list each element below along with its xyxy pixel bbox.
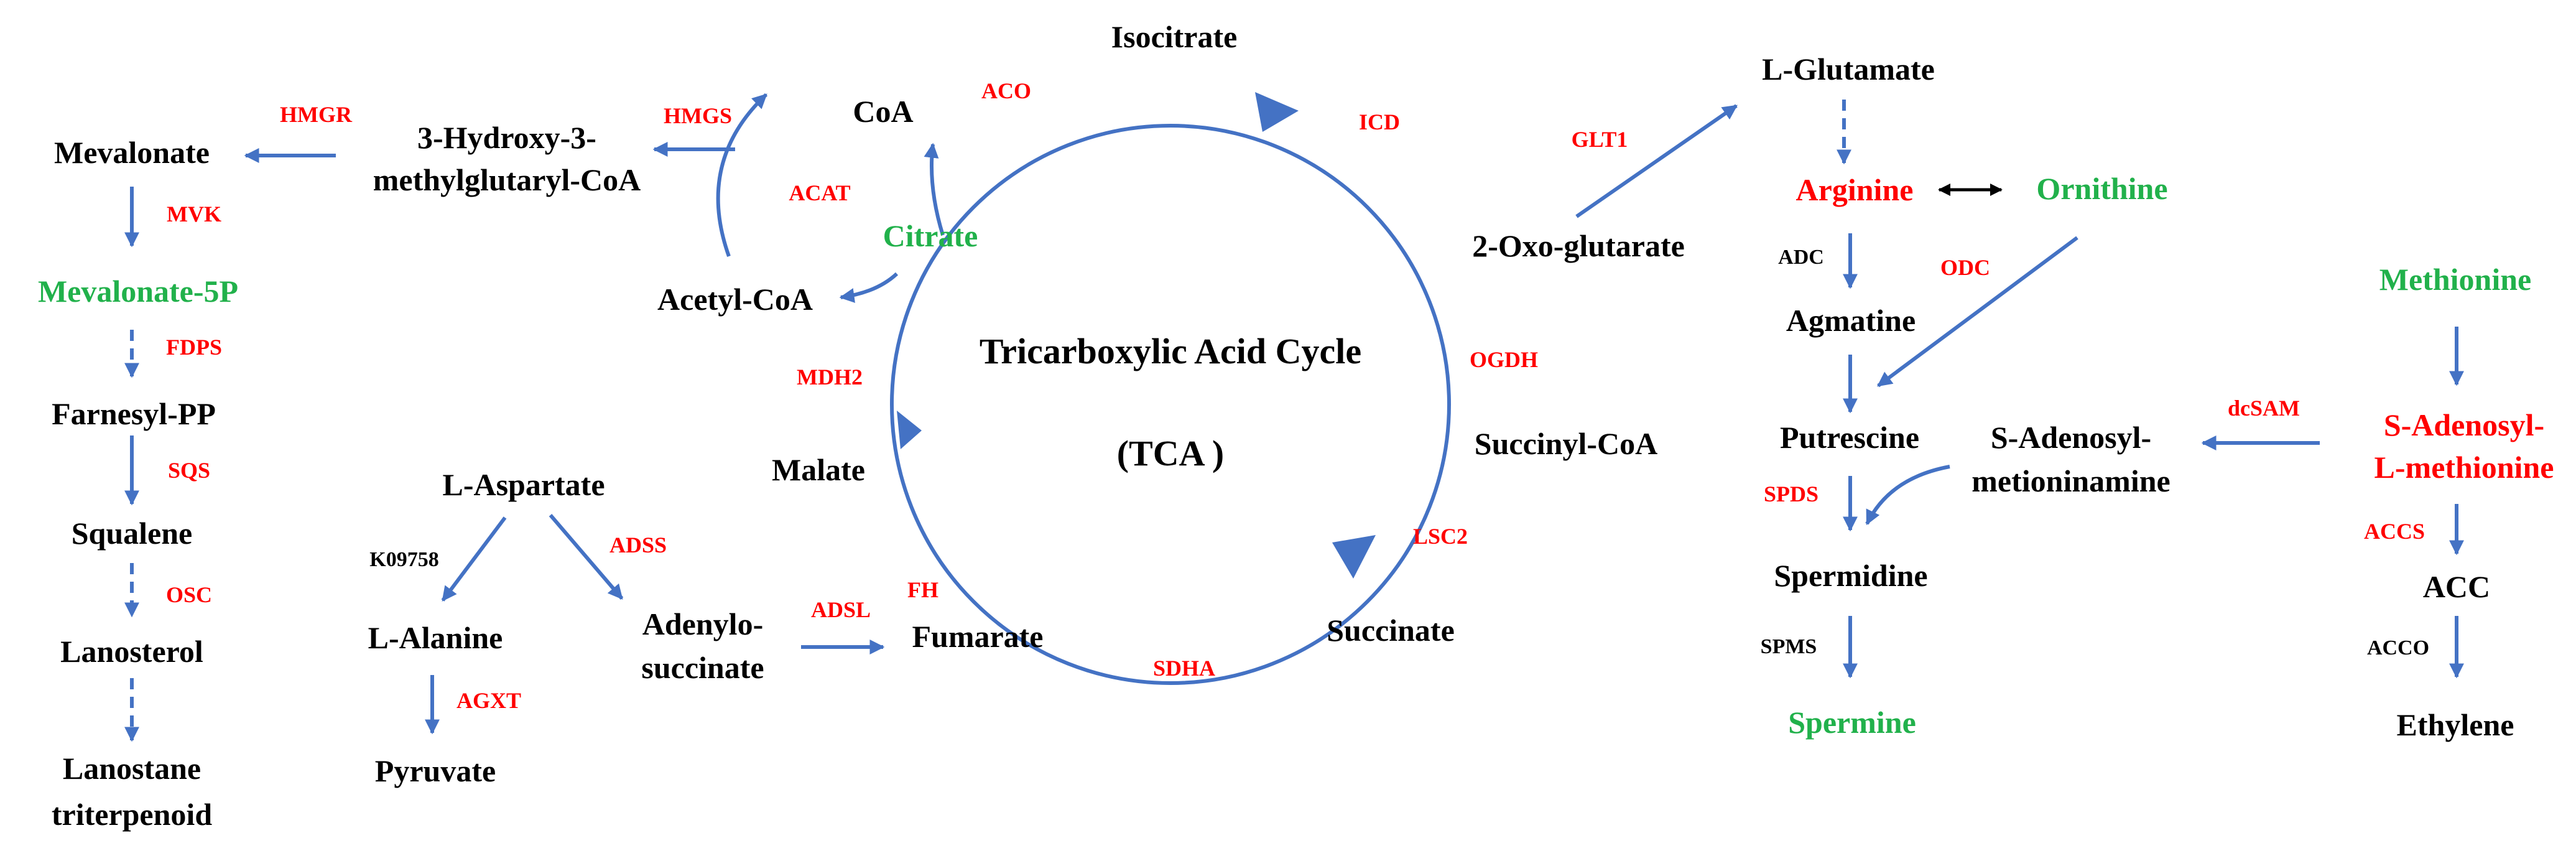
label-acc: ACC <box>2423 569 2490 604</box>
arrow-aspartate-to-alanine <box>441 516 507 602</box>
label-succinate: Succinate <box>1327 613 1455 648</box>
arrow-aspartate-to-adenylo <box>549 514 624 600</box>
label-lanostane-line2: triterpenoid <box>52 797 212 832</box>
label-hmg-coa-line1: 3-Hydroxy-3- <box>417 120 596 155</box>
enzyme-lsc2: LSC2 <box>1413 524 1468 549</box>
label-mevalonate-5p: Mevalonate-5P <box>38 274 238 309</box>
arrow-citrate-to-acetylcoa <box>839 272 899 303</box>
gene-spms: SPMS <box>1761 635 1817 658</box>
label-adenylo-line1: Adenylo- <box>642 607 763 641</box>
enzyme-ogdh: OGDH <box>1470 347 1538 372</box>
gene-k09758: K09758 <box>369 548 438 571</box>
tca-arrow-isocitrate <box>1255 92 1299 132</box>
label-l-aspartate: L-Aspartate <box>442 467 605 502</box>
label-s-adenosyl-metioninamine-line1: S-Adenosyl- <box>1991 420 2151 455</box>
enzyme-adsl: ADSL <box>811 597 871 622</box>
label-l-glutamate: L-Glutamate <box>1762 52 1935 86</box>
label-agmatine: Agmatine <box>1786 303 1916 338</box>
enzyme-hmgs: HMGS <box>664 103 732 128</box>
enzyme-agxt: AGXT <box>456 688 521 713</box>
enzyme-accs: ACCS <box>2364 519 2425 544</box>
label-lanostane-line1: Lanostane <box>63 751 201 786</box>
label-putrescine: Putrescine <box>1780 420 1919 455</box>
arrow-ornithine-to-putrescine <box>1877 236 2078 388</box>
label-hmg-coa-line2: methylglutaryl-CoA <box>373 162 641 197</box>
arrow-sadmet-to-spermidine <box>1865 465 1950 526</box>
label-adenylo-line2: succinate <box>641 650 764 685</box>
label-isocitrate: Isocitrate <box>1111 19 1238 54</box>
tca-title: Tricarboxylic Acid Cycle <box>980 331 1361 371</box>
label-ethylene: Ethylene <box>2397 707 2514 742</box>
tca-cycle-ring <box>890 124 1451 685</box>
enzyme-aco: ACO <box>981 78 1031 103</box>
label-arginine: Arginine <box>1796 172 1914 207</box>
label-coa: CoA <box>853 94 913 129</box>
enzyme-acat: ACAT <box>789 180 850 205</box>
label-fumarate: Fumarate <box>912 619 1043 654</box>
label-mevalonate: Mevalonate <box>54 135 210 170</box>
arrow-acetylcoa-to-hmgcoa <box>716 93 768 258</box>
enzyme-icd: ICD <box>1359 109 1400 134</box>
label-l-alanine: L-Alanine <box>368 620 503 655</box>
enzyme-mdh2: MDH2 <box>797 365 863 389</box>
enzyme-dcsam: dcSAM <box>2228 396 2300 421</box>
label-oxoglutarate: 2-Oxo-glutarate <box>1472 228 1685 263</box>
label-s-adenosyl-metioninamine-line2: metioninamine <box>1971 463 2170 498</box>
enzyme-osc: OSC <box>166 582 212 607</box>
enzyme-hmgr: HMGR <box>280 102 353 127</box>
tca-abbrev: (TCA ) <box>1117 433 1224 473</box>
label-squalene: Squalene <box>72 516 193 551</box>
enzyme-odc: ODC <box>1940 255 1990 280</box>
enzyme-adss: ADSS <box>609 533 667 557</box>
label-spermidine: Spermidine <box>1774 558 1927 593</box>
arrow-citrate-to-coa <box>924 142 945 236</box>
label-methionine: Methionine <box>2379 262 2531 297</box>
label-ornithine: Ornithine <box>2036 171 2167 206</box>
label-spermine: Spermine <box>1788 705 1916 740</box>
arrow-oxoglutarate-to-glutamate <box>1575 104 1738 218</box>
label-malate: Malate <box>772 452 865 487</box>
label-farnesyl-pp: Farnesyl-PP <box>52 396 216 431</box>
label-sam-line1: S-Adenosyl- <box>2384 407 2544 442</box>
label-citrate: Citrate <box>883 218 978 253</box>
tca-arrow-succinyl <box>1332 535 1376 579</box>
label-lanosterol: Lanosterol <box>60 634 203 669</box>
enzyme-sdha: SDHA <box>1153 656 1215 681</box>
label-pyruvate: Pyruvate <box>375 753 496 788</box>
label-sam-line2: L-methionine <box>2374 450 2554 485</box>
tca-arrow-malate <box>897 411 922 449</box>
enzyme-spds: SPDS <box>1764 482 1818 506</box>
gene-adc: ADC <box>1778 246 1824 269</box>
enzyme-mvk: MVK <box>167 202 221 226</box>
enzyme-sqs: SQS <box>168 458 210 483</box>
label-succinyl-coa: Succinyl-CoA <box>1475 426 1657 461</box>
enzyme-fh: FH <box>907 577 938 602</box>
gene-acco: ACCO <box>2367 636 2429 659</box>
enzyme-glt1: GLT1 <box>1572 127 1628 152</box>
enzyme-fdps: FDPS <box>166 335 222 360</box>
label-acetyl-coa: Acetyl-CoA <box>657 282 813 317</box>
